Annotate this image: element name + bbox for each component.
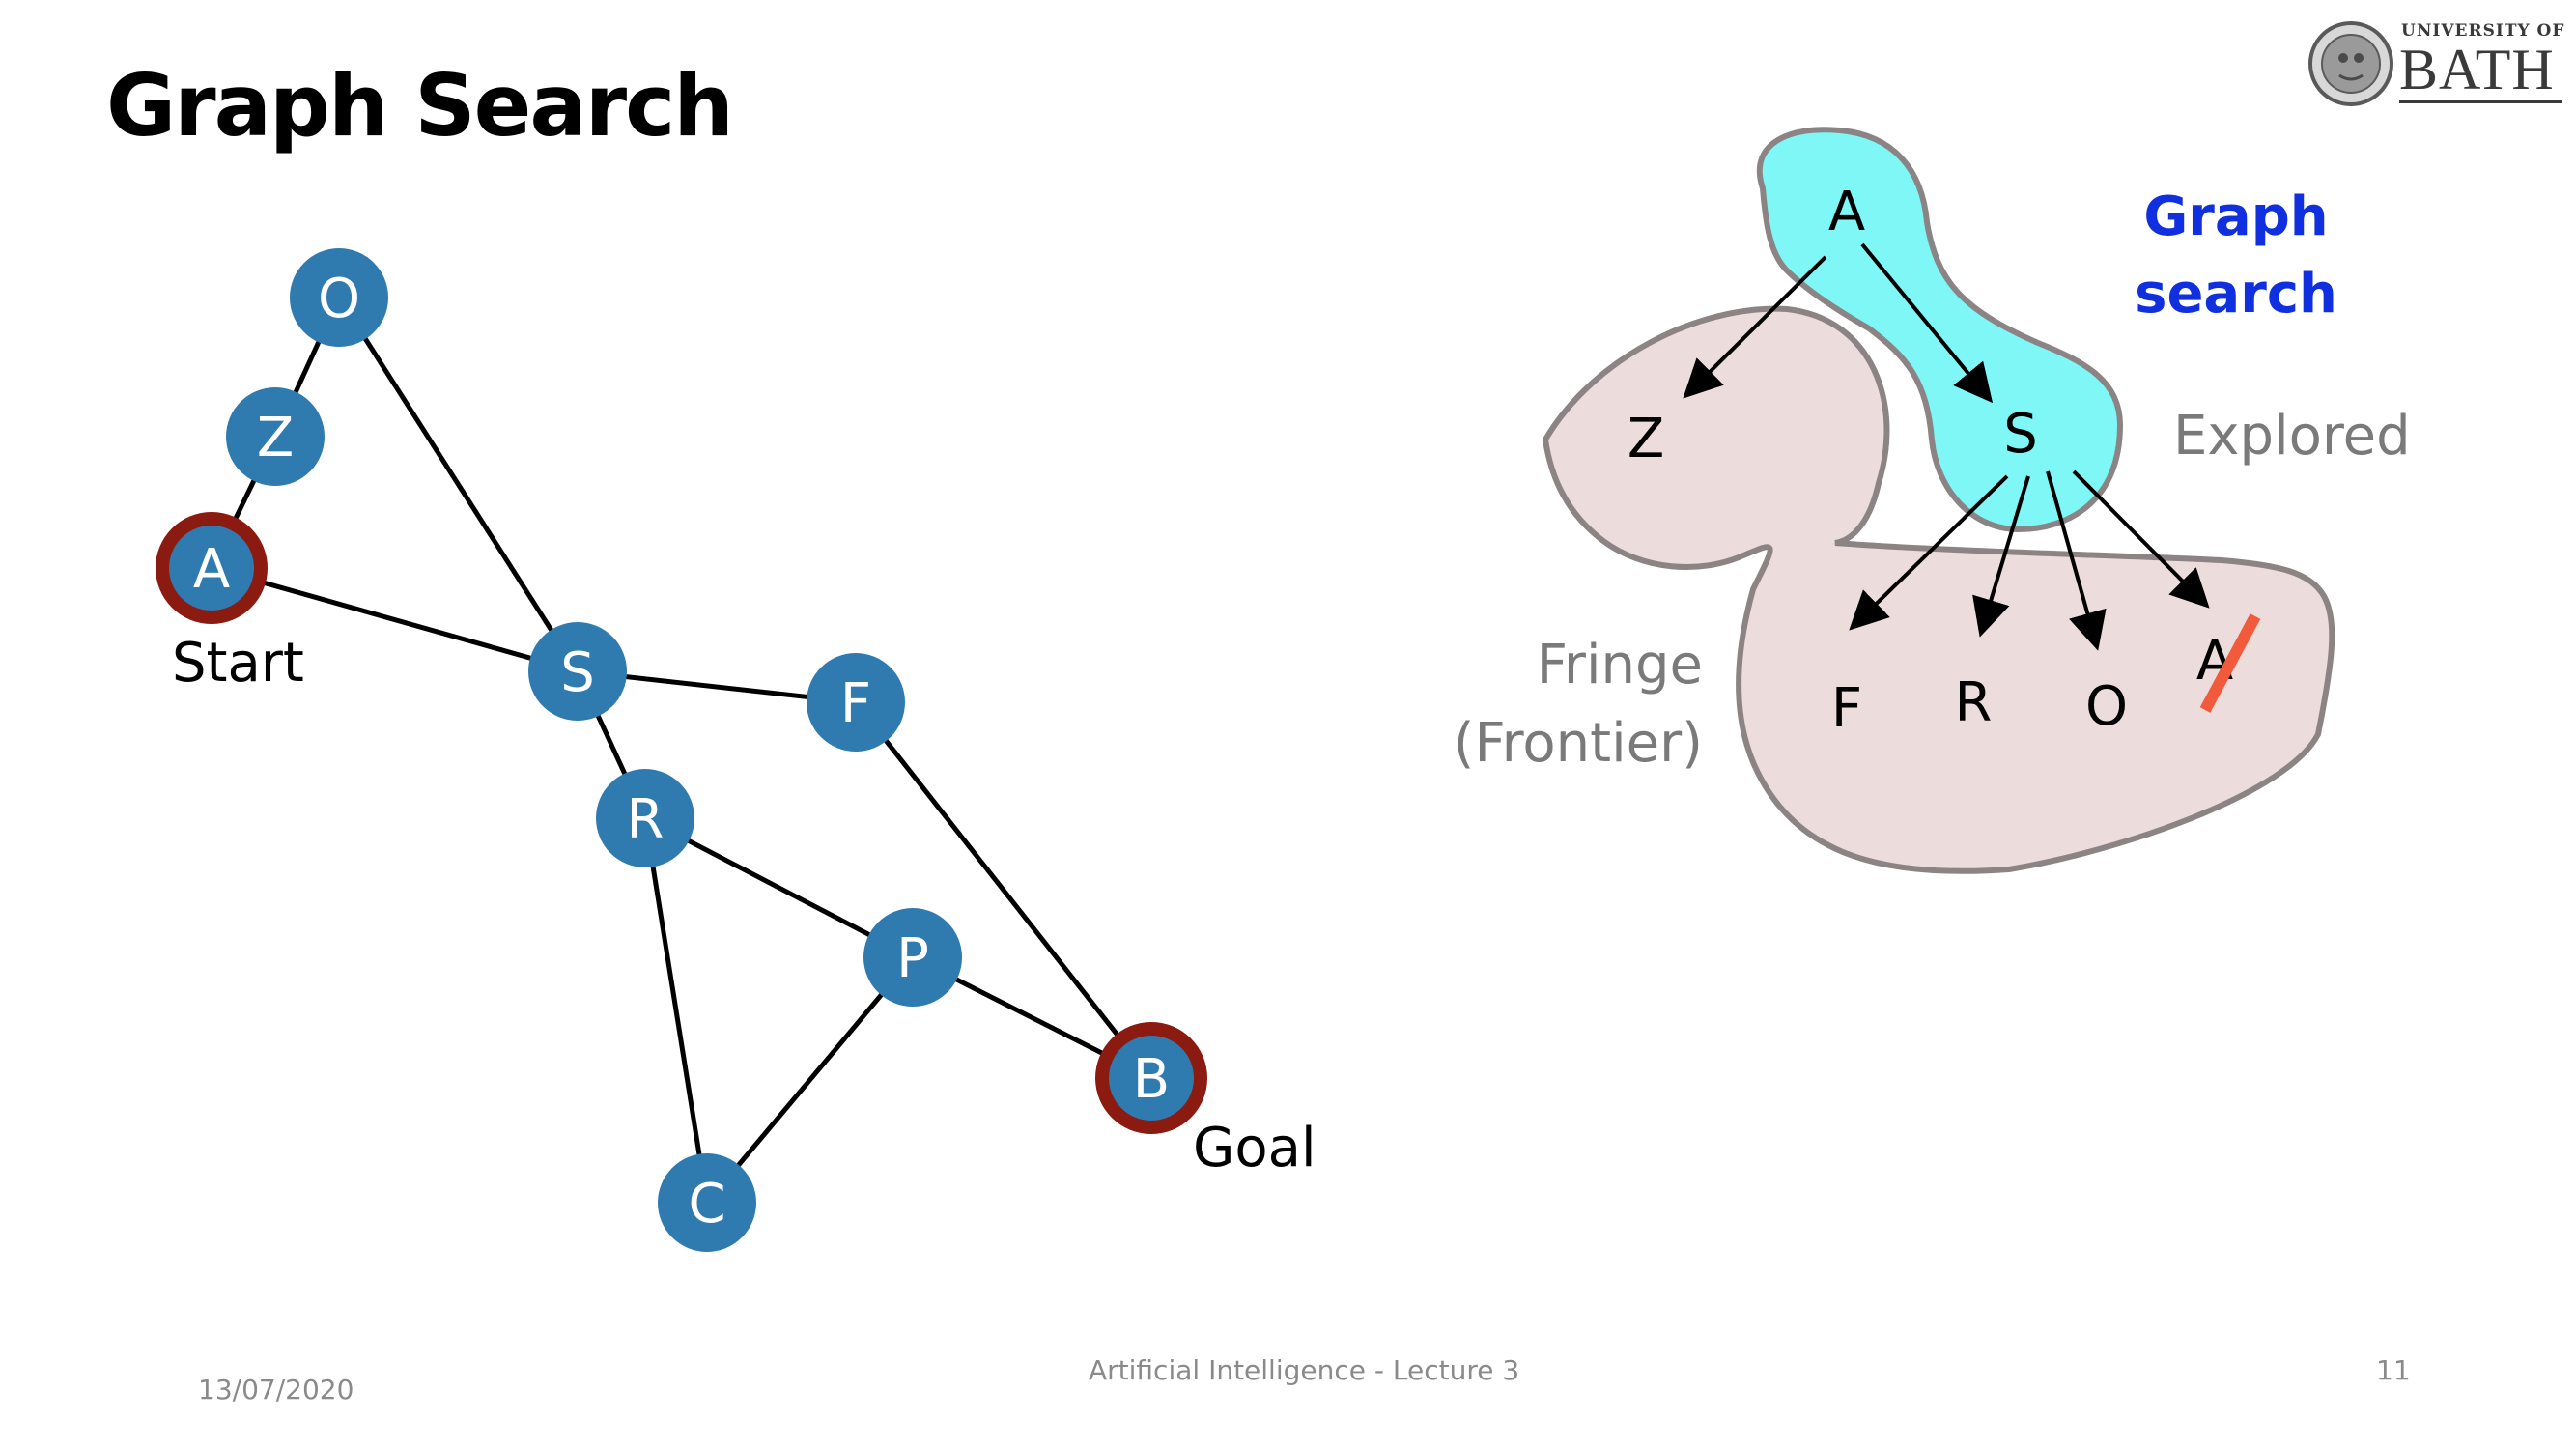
logo-rule <box>2399 100 2562 103</box>
node-label: P <box>896 927 929 990</box>
node-circle <box>807 653 905 752</box>
arrow-s-o <box>2046 470 2107 651</box>
graph-node-o: O <box>290 248 388 347</box>
arrow-s-r <box>1972 475 2030 638</box>
node-label: F <box>840 672 871 735</box>
left-graph-nodes: O Z A S F R P B C <box>156 248 1207 1252</box>
tree-node-f: F <box>1831 677 1862 740</box>
heading-line2: search <box>2135 263 2337 326</box>
graph-node-s: S <box>528 622 627 721</box>
fringe-label-line1: Fringe <box>1537 634 1703 696</box>
arrow-a-z <box>1683 255 1827 399</box>
logo-line1: UNIVERSITY OF <box>2401 21 2565 41</box>
explored-label: Explored <box>2173 405 2411 468</box>
footer-title: Artificial Intelligence - Lecture 3 <box>1089 1354 1520 1386</box>
node-label: R <box>627 788 665 851</box>
footer-date: 13/07/2020 <box>198 1374 354 1406</box>
node-label: Z <box>257 407 294 469</box>
graph-node-p: P <box>863 908 962 1007</box>
node-circle <box>658 1153 756 1252</box>
node-circle <box>863 908 962 1007</box>
fringe-region <box>1542 305 2335 874</box>
edge-a-s <box>211 565 579 674</box>
edge-p-c <box>705 955 915 1205</box>
university-logo: UNIVERSITY OF BATH <box>2307 19 2563 108</box>
node-label: C <box>688 1173 725 1236</box>
arrow-a-s <box>1860 242 1994 404</box>
node-circle <box>169 526 254 611</box>
arrow-s-f <box>1849 474 2009 631</box>
node-label: O <box>318 268 360 330</box>
tree-node-o: O <box>2085 675 2128 738</box>
slide-title: Graph Search <box>106 56 734 156</box>
node-circle <box>290 248 388 347</box>
tree-node-z: Z <box>1628 408 1664 470</box>
node-label: S <box>560 641 595 704</box>
node-circle <box>528 622 627 721</box>
crest-icon <box>2308 21 2393 106</box>
arrow-s-a <box>2072 469 2210 609</box>
left-graph-edges <box>209 296 1153 1205</box>
tree-labels: A Z S F R O A <box>1628 181 2233 740</box>
node-label: A <box>193 538 230 601</box>
edge-o-s <box>336 296 580 673</box>
strike-through-mark <box>2199 613 2261 713</box>
start-label: Start <box>172 632 304 695</box>
tree-node-a: A <box>1828 181 1865 243</box>
goal-label: Goal <box>1193 1117 1316 1179</box>
tree-arrows <box>1683 242 2210 651</box>
graph-node-r: R <box>596 769 694 867</box>
node-circle <box>226 387 325 486</box>
graph-node-z: Z <box>226 387 325 486</box>
node-label: B <box>1133 1048 1170 1111</box>
explored-region <box>1756 127 2124 533</box>
graph-node-f: F <box>807 653 905 752</box>
node-circle <box>596 769 694 867</box>
graph-node-c: C <box>658 1153 756 1252</box>
page-number: 11 <box>2376 1354 2411 1386</box>
node-circle <box>1109 1036 1194 1121</box>
tree-node-s: S <box>2003 403 2038 466</box>
edge-f-b <box>854 700 1153 1080</box>
graph-node-a: A <box>156 512 268 624</box>
tree-node-r: R <box>1955 671 1993 734</box>
logo-line2: BATH <box>2399 38 2555 101</box>
graph-node-b: B <box>1095 1022 1207 1134</box>
fringe-label-line2: (Frontier) <box>1454 712 1703 775</box>
edge-r-c <box>642 817 710 1204</box>
heading-line1: Graph <box>2143 185 2328 248</box>
edge-r-p <box>643 815 915 960</box>
